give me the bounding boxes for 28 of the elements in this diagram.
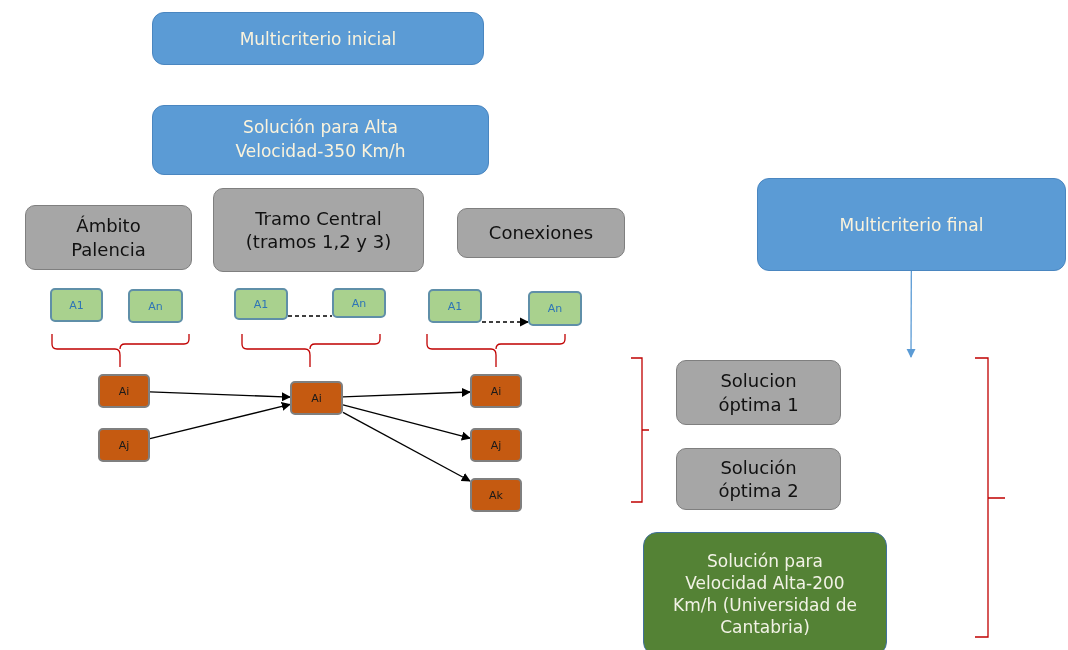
arrow	[342, 387, 471, 398]
arrow	[342, 404, 471, 441]
process-box: Ak	[470, 478, 522, 512]
process-box: Tramo Central (tramos 1,2 y 3)	[213, 188, 424, 272]
arrow	[149, 402, 291, 440]
process-box: Aj	[98, 428, 150, 462]
process-box: Solución para Velocidad Alta-200 Km/h (Universidad de Cantabria)	[643, 532, 887, 650]
process-box: Ai	[470, 374, 522, 408]
process-box: Aj	[470, 428, 522, 462]
process-box: Multicriterio inicial	[152, 12, 484, 65]
arrow	[342, 411, 471, 482]
process-box: Ai	[290, 381, 343, 415]
process-box: An	[528, 291, 582, 326]
process-box: Multicriterio final	[757, 178, 1066, 271]
process-box: Ámbito Palencia	[25, 205, 192, 270]
process-box: Solución óptima 2	[676, 448, 841, 510]
process-box: A1	[50, 288, 103, 322]
process-box: Solución para Alta Velocidad-350 Km/h	[152, 105, 489, 175]
process-box: A1	[428, 289, 482, 323]
process-box: Conexiones	[457, 208, 625, 258]
process-box: A1	[234, 288, 288, 320]
process-box: Solucion óptima 1	[676, 360, 841, 425]
arrow	[906, 270, 916, 358]
process-box: Ai	[98, 374, 150, 408]
process-box: An	[332, 288, 386, 318]
arrow	[481, 317, 529, 327]
process-box: An	[128, 289, 183, 323]
arrow	[149, 391, 291, 402]
